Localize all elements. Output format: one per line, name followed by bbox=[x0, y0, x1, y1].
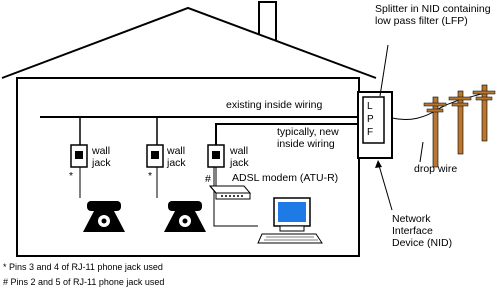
wall-jack-label-1: wall jack bbox=[92, 145, 111, 169]
adsl-modem-label: ADSL modem (ATU-R) bbox=[232, 172, 339, 184]
house-walls bbox=[16, 77, 360, 257]
wall-jack-3 bbox=[207, 144, 225, 168]
drop-wire-label: drop wire bbox=[414, 163, 458, 175]
monitor-screen bbox=[278, 202, 306, 222]
computer bbox=[257, 197, 323, 244]
new-wiring-line bbox=[215, 123, 358, 145]
lpf-letter-p: P bbox=[367, 114, 374, 125]
drop-wire-path bbox=[391, 91, 489, 121]
wall-jack-2 bbox=[146, 144, 164, 168]
nid-label: Network Interface Device (NID) bbox=[392, 213, 453, 249]
footnote-pins-2-5: # Pins 2 and 5 of RJ-11 phone jack used bbox=[3, 277, 165, 287]
footnote-pins-3-4: * Pins 3 and 4 of RJ-11 phone jack used bbox=[3, 262, 163, 272]
telephone-1 bbox=[83, 201, 125, 232]
telephone-2 bbox=[164, 201, 206, 232]
asterisk-marker-1: * bbox=[69, 170, 74, 182]
hash-marker: # bbox=[205, 173, 211, 185]
chimney bbox=[258, 1, 277, 40]
lpf-box bbox=[362, 96, 385, 144]
house-roof bbox=[1, 6, 377, 79]
adsl-modem bbox=[208, 185, 252, 200]
wall-jack-1 bbox=[70, 144, 88, 168]
lpf-letter-f: F bbox=[367, 127, 374, 138]
utility-poles bbox=[423, 84, 496, 168]
splitter-label: Splitter in NID containing low pass filt… bbox=[375, 3, 491, 27]
existing-wiring-label: existing inside wiring bbox=[226, 99, 323, 111]
wall-jack-label-3: wall jack bbox=[230, 145, 249, 169]
lpf-letter-l: L bbox=[367, 101, 373, 112]
asterisk-marker-2: * bbox=[148, 170, 153, 182]
wall-jack-label-2: wall jack bbox=[167, 145, 186, 169]
new-wiring-label: typically, new inside wiring bbox=[277, 126, 339, 150]
